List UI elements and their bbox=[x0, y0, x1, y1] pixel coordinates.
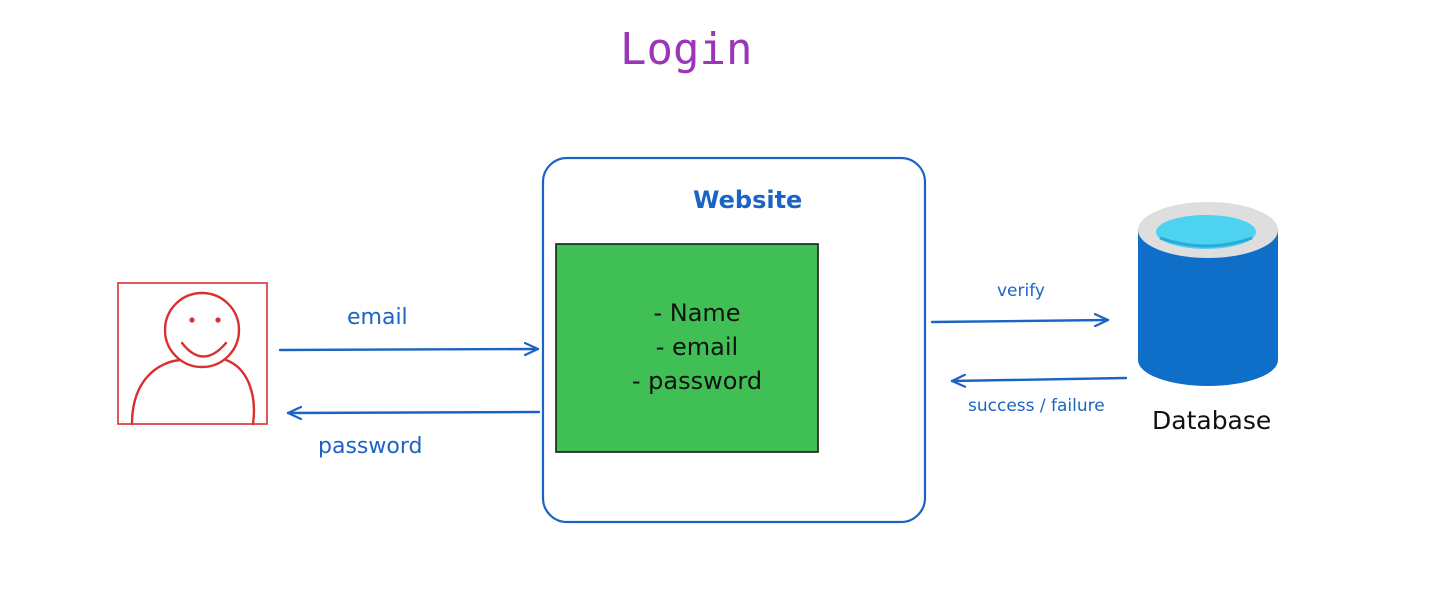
database-label: Database bbox=[1152, 406, 1272, 435]
user-frame bbox=[117, 282, 268, 425]
website-label: Website bbox=[693, 186, 803, 214]
success-failure-arrow-label: success / failure bbox=[968, 396, 1105, 416]
form-field-email: - email bbox=[655, 333, 739, 361]
success-failure-arrow bbox=[950, 378, 1128, 381]
database-cylinder-icon bbox=[1138, 202, 1278, 386]
person-smiley-icon bbox=[130, 291, 256, 426]
password-arrow bbox=[286, 412, 541, 413]
email-arrow bbox=[278, 349, 540, 350]
form-field-password: - password bbox=[631, 367, 763, 395]
form-field-list: - Name - email - password bbox=[614, 296, 780, 398]
login-form-box bbox=[555, 243, 819, 453]
verify-arrow-label: verify bbox=[997, 281, 1045, 301]
email-arrow-label: email bbox=[347, 305, 408, 330]
password-arrow-label: password bbox=[318, 434, 423, 459]
verify-arrow bbox=[930, 320, 1110, 322]
form-field-name: - Name bbox=[653, 299, 741, 327]
website-container bbox=[541, 156, 927, 524]
diagram-title: Login bbox=[620, 24, 753, 75]
